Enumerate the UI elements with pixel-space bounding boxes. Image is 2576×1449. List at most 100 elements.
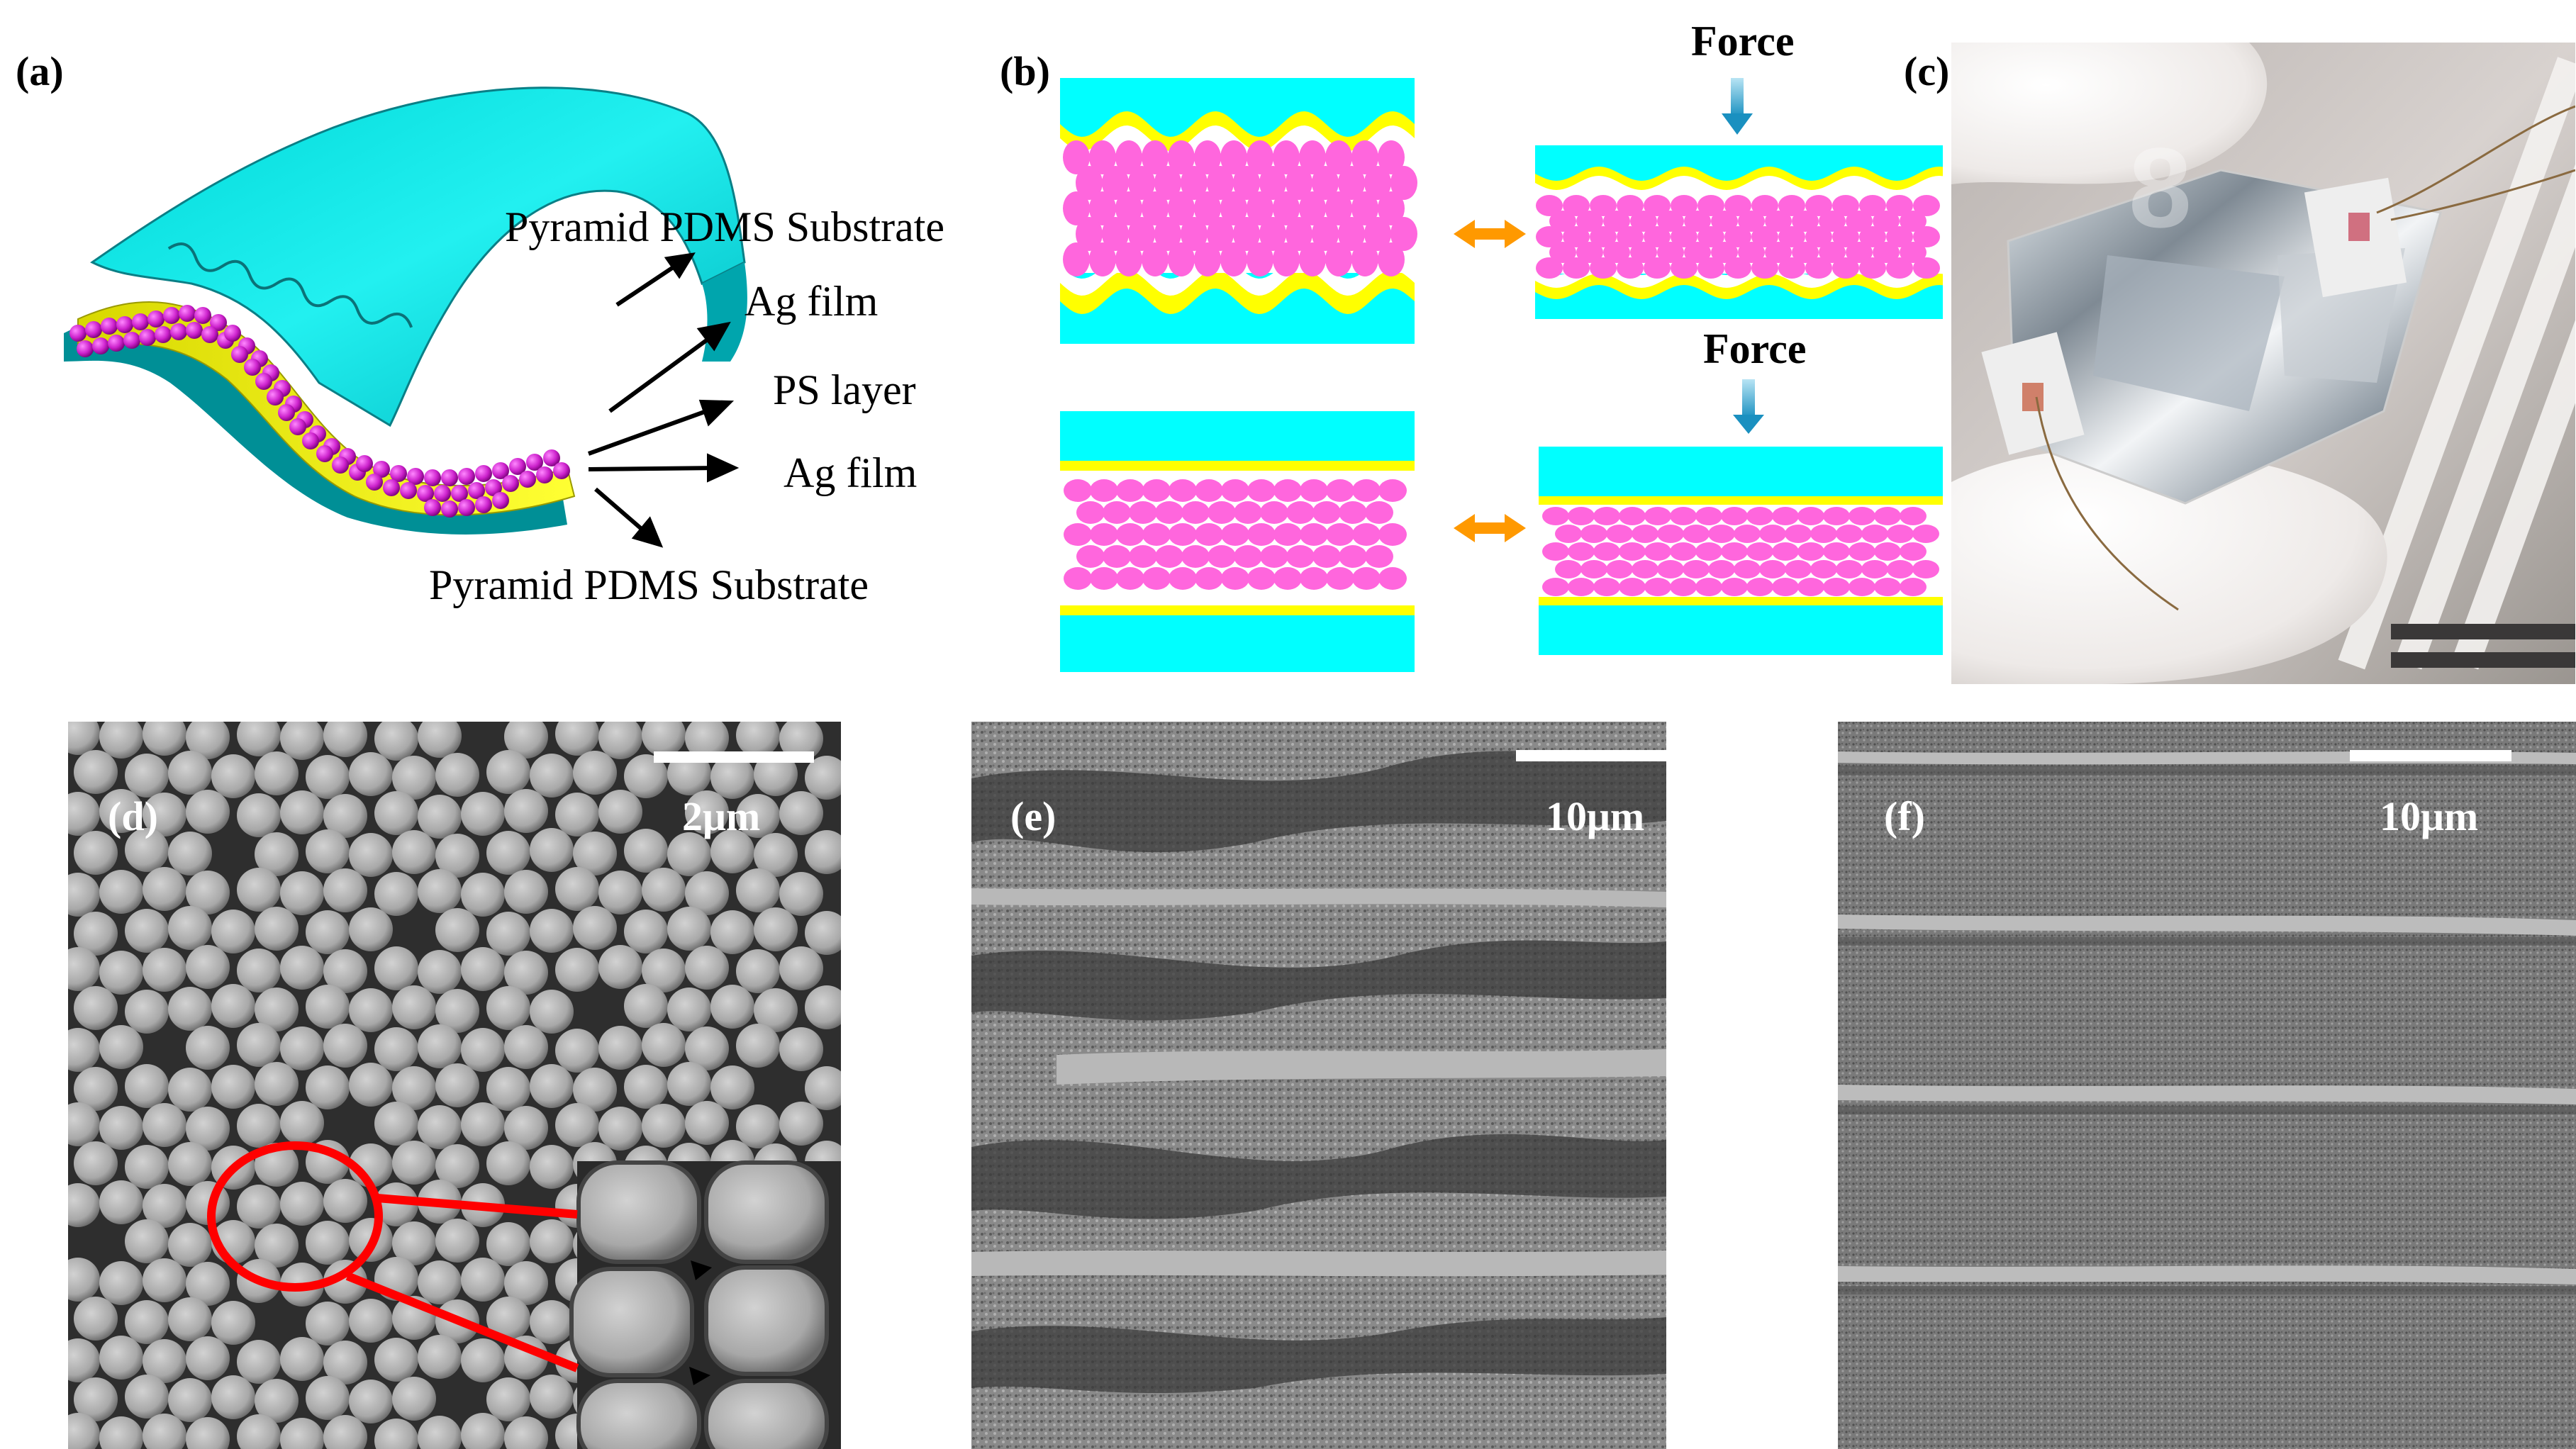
sem-sphere [168, 832, 212, 875]
ps-sphere [1657, 560, 1684, 578]
sem-sphere [143, 1103, 186, 1147]
ps-sphere [1697, 226, 1724, 247]
ps-sphere [1836, 525, 1863, 543]
ps-sphere [1168, 242, 1195, 276]
ps-sphere [1657, 242, 1684, 263]
sem-sphere [168, 751, 212, 795]
sem-sphere [598, 1107, 642, 1151]
ps-sphere [1913, 226, 1940, 247]
ps-sphere [1836, 560, 1863, 578]
ps-sphere [1900, 211, 1927, 232]
sem-sphere [642, 1104, 686, 1148]
ps-sphere [1617, 226, 1644, 247]
ps-sphere [1286, 217, 1312, 251]
sem-sphere [306, 755, 350, 799]
sem-sphere [624, 910, 668, 953]
ps-sphere [1887, 560, 1914, 578]
ps-sphere [1810, 560, 1837, 578]
sem-sphere [323, 794, 367, 838]
sem-sphere [642, 1023, 686, 1067]
ps-sphere [1247, 191, 1273, 225]
sem-sphere [255, 1379, 299, 1423]
sem-sphere [237, 793, 281, 837]
ps-sphere [1695, 578, 1722, 596]
ps-sphere [1555, 560, 1582, 578]
ps-sphere [1154, 217, 1181, 251]
ps-sphere [1155, 501, 1183, 524]
ps-sphere [1859, 257, 1886, 279]
ps-sphere [1670, 507, 1697, 525]
ps-sphere [1326, 567, 1354, 590]
ps-sphere [1684, 242, 1711, 263]
sem-sphere [392, 756, 436, 800]
sem-sphere [555, 1029, 599, 1073]
ps-sphere [1724, 257, 1751, 279]
sem-sphere [143, 1414, 186, 1449]
sem-sphere [68, 873, 100, 917]
force-arrow-bottom [1733, 379, 1764, 434]
ps-sphere [1325, 242, 1352, 276]
ps-sphere [1352, 567, 1381, 590]
ps-sphere [1208, 545, 1236, 568]
sem-sphere [211, 1301, 255, 1345]
ps-sphere [1300, 567, 1328, 590]
ps-sphere [1169, 523, 1197, 546]
sem-sphere [805, 985, 841, 1029]
panel-label-a: (a) [16, 48, 64, 94]
sem-sphere [461, 1258, 505, 1302]
ps-sphere [1630, 211, 1657, 232]
ps-sphere-band [69, 305, 570, 518]
sem-sphere [779, 1027, 823, 1071]
sem-sphere [418, 950, 462, 994]
ps-sphere [1644, 195, 1671, 216]
sem-sphere [486, 1377, 530, 1421]
sem-sphere [349, 1380, 393, 1423]
sem-sphere [186, 1417, 230, 1449]
ps-sphere [1708, 525, 1735, 543]
ps-sphere [1580, 525, 1607, 543]
sem-sphere [74, 1377, 118, 1421]
sem-sphere [418, 869, 462, 913]
ps-sphere [1259, 217, 1286, 251]
label-bottom-substrate: Pyramid PDMS Substrate [429, 561, 869, 608]
sem-sphere [68, 722, 100, 755]
ps-sphere [1365, 545, 1393, 568]
sem-sphere [530, 990, 574, 1034]
ps-sphere [1778, 195, 1805, 216]
ps-sphere [1684, 211, 1711, 232]
ps-sphere [1832, 257, 1859, 279]
scale-label-d: 2μm [682, 793, 761, 839]
sem-sphere [125, 828, 169, 872]
ps-sphere [1142, 523, 1171, 546]
sem-sphere [754, 988, 798, 1032]
ps-sphere [1064, 523, 1092, 546]
sem-sphere [504, 951, 548, 995]
ps-sphere [1671, 226, 1697, 247]
ps-sphere [1785, 525, 1812, 543]
ps-sphere [1103, 501, 1131, 524]
sem-sphere [374, 1102, 418, 1146]
ps-sphere [1260, 545, 1288, 568]
ps-sphere [1338, 166, 1365, 200]
ps-sphere [1154, 166, 1181, 200]
ps-sphere [1772, 507, 1799, 525]
ps-sphere [1697, 195, 1724, 216]
scale-bar-d [654, 751, 814, 763]
ps-sphere [1208, 501, 1236, 524]
ps-sphere [1234, 501, 1262, 524]
ps-sphere [1568, 542, 1595, 561]
sem-sphere [710, 910, 754, 954]
sem-sphere [779, 1102, 823, 1146]
sem-sphere [461, 1338, 505, 1382]
ps-sphere [1606, 525, 1633, 543]
ps-sphere [1129, 545, 1157, 568]
sem-sphere [306, 1376, 350, 1420]
ps-sphere [1785, 560, 1812, 578]
sem-sphere [186, 1107, 230, 1151]
ps-sphere [1169, 479, 1197, 502]
ps-sphere [1116, 567, 1144, 590]
sem-sphere [349, 1299, 393, 1343]
sem-sphere [349, 1063, 393, 1107]
sem-sphere [349, 833, 393, 877]
sem-sphere [186, 1026, 230, 1070]
